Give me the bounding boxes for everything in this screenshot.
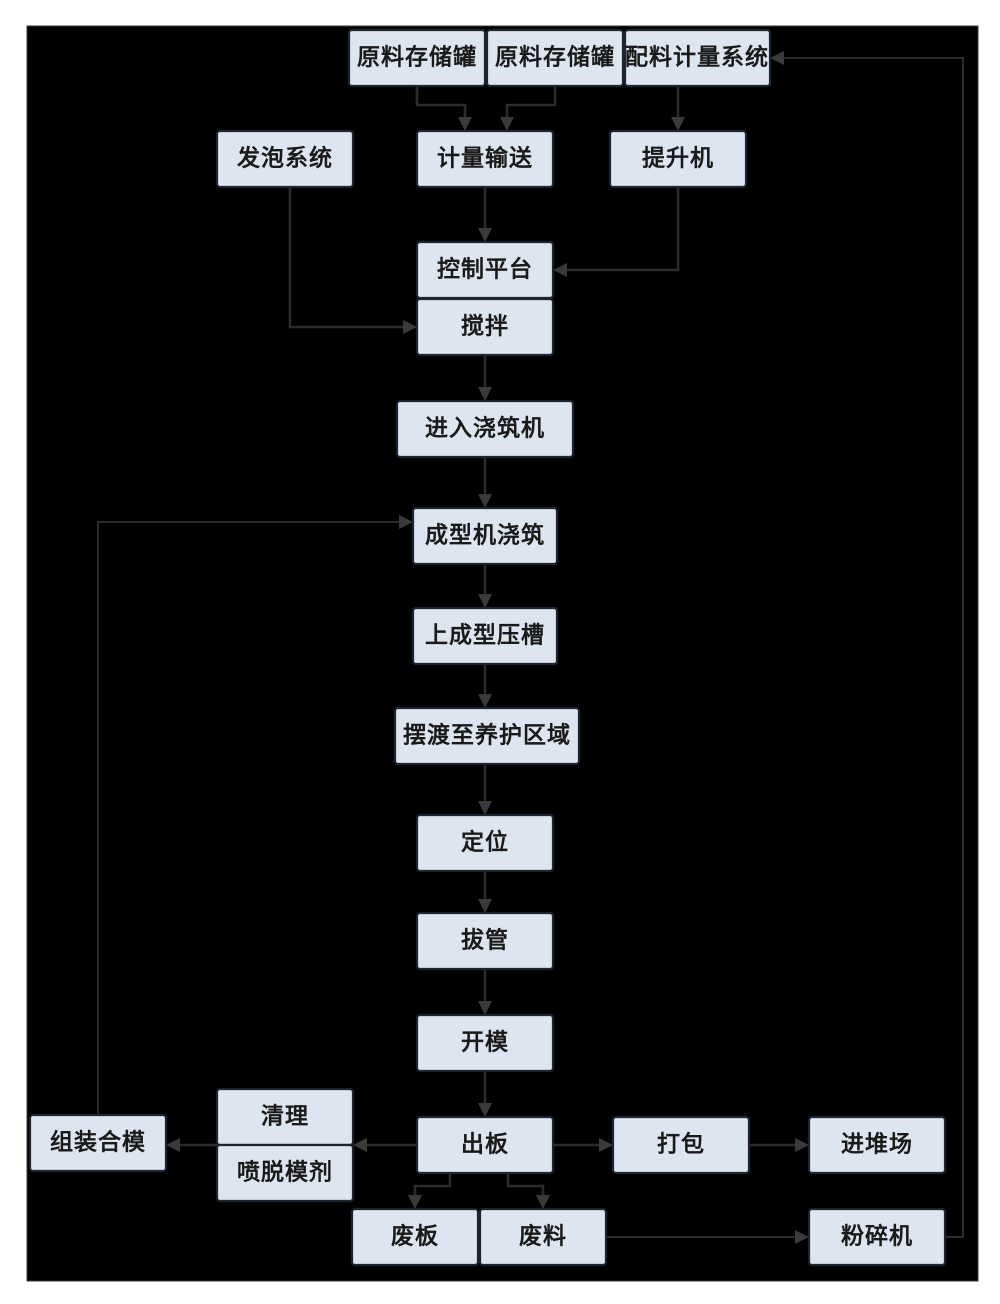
- node-control-platform[interactable]: 控制平台: [415, 240, 555, 300]
- edge-forming-press-slot-to-ferry-curing-area: [478, 664, 492, 708]
- node-label: 定位: [461, 828, 509, 854]
- edge-foaming-system-to-mixing: [288, 187, 417, 334]
- edge-raw-tank-2-to-metering-conveying: [500, 86, 557, 131]
- node-packing[interactable]: 打包: [611, 1115, 751, 1175]
- node-stacking-yard[interactable]: 进堆场: [807, 1115, 947, 1175]
- edge-mold-opening-to-board-output: [478, 1071, 492, 1117]
- node-label: 清理: [261, 1103, 309, 1128]
- edge-board-output-to-packing: [553, 1138, 613, 1152]
- node-waste-board[interactable]: 废板: [350, 1207, 480, 1267]
- node-label: 配料计量系统: [625, 43, 769, 69]
- node-metering-conveying[interactable]: 计量输送: [415, 129, 555, 189]
- node-layer: 原料存储罐 原料存储罐 配料计量系统 发泡系统 计量输送 提升机: [28, 28, 947, 1267]
- node-waste-material[interactable]: 废料: [478, 1207, 608, 1267]
- node-batching-metering-system[interactable]: 配料计量系统: [623, 28, 772, 88]
- node-positioning[interactable]: 定位: [415, 813, 555, 873]
- edge-raw-tank-1-to-metering-conveying: [415, 86, 472, 131]
- node-label: 提升机: [642, 144, 714, 170]
- edge-board-output-to-cleaning-spray: [353, 1138, 417, 1152]
- node-raw-material-storage-tank-2[interactable]: 原料存储罐: [485, 28, 625, 88]
- node-label: 开模: [461, 1029, 509, 1054]
- edge-ferry-curing-area-to-positioning: [478, 764, 492, 815]
- edge-metering-conveying-to-control-platform: [478, 187, 492, 242]
- node-former-casting[interactable]: 成型机浇筑: [411, 506, 559, 566]
- node-label: 粉碎机: [841, 1222, 913, 1248]
- edge-mixing-to-enter-casting-machine: [478, 355, 492, 401]
- node-label: 出板: [461, 1131, 509, 1156]
- node-spray-release-agent[interactable]: 喷脱模剂: [215, 1143, 355, 1203]
- node-label: 原料存储罐: [495, 43, 615, 69]
- node-label: 喷脱模剂: [237, 1158, 333, 1184]
- node-raw-material-storage-tank-1[interactable]: 原料存储罐: [347, 28, 487, 88]
- node-cleaning[interactable]: 清理: [215, 1087, 355, 1147]
- edge-assemble-mold-to-former-casting: [97, 515, 413, 1115]
- edge-enter-casting-machine-to-former-casting: [478, 457, 492, 508]
- edge-positioning-to-pipe-pulling: [478, 871, 492, 913]
- node-label: 拔管: [461, 926, 509, 952]
- node-label: 发泡系统: [236, 144, 333, 170]
- node-label: 进堆场: [841, 1131, 913, 1156]
- edge-hoist-to-control-platform: [553, 187, 680, 277]
- node-label: 搅拌: [461, 312, 509, 338]
- node-hoist[interactable]: 提升机: [608, 129, 748, 189]
- edge-packing-to-stacking-yard: [749, 1138, 809, 1152]
- node-pipe-pulling[interactable]: 拔管: [415, 911, 555, 971]
- node-label: 进入浇筑机: [425, 414, 545, 440]
- node-label: 上成型压槽: [425, 622, 545, 647]
- node-label: 组装合模: [50, 1128, 146, 1154]
- edge-batching-system-to-hoist: [671, 86, 685, 131]
- edge-former-casting-to-forming-press-slot: [478, 564, 492, 608]
- edge-layer: [97, 51, 964, 1244]
- node-mold-opening[interactable]: 开模: [415, 1013, 555, 1073]
- node-ferry-to-curing-area[interactable]: 摆渡至养护区域: [393, 706, 581, 766]
- edge-board-output-to-waste-board: [408, 1173, 452, 1209]
- node-assemble-mold[interactable]: 组装合模: [28, 1113, 168, 1173]
- node-label: 摆渡至养护区域: [403, 721, 571, 747]
- node-enter-casting-machine[interactable]: 进入浇筑机: [395, 399, 575, 459]
- node-label: 成型机浇筑: [425, 521, 545, 547]
- node-label: 废板: [391, 1222, 439, 1248]
- node-foaming-system[interactable]: 发泡系统: [215, 129, 355, 189]
- node-board-output[interactable]: 出板: [415, 1115, 555, 1175]
- node-forming-press-slot[interactable]: 上成型压槽: [411, 606, 559, 666]
- node-label: 废料: [519, 1222, 567, 1248]
- edge-crusher-to-batching-system: [770, 51, 964, 1238]
- edge-pipe-pulling-to-mold-opening: [478, 969, 492, 1015]
- node-label: 打包: [657, 1130, 705, 1156]
- node-crusher[interactable]: 粉碎机: [807, 1207, 947, 1267]
- edge-cleaning-spray-to-assemble-mold: [166, 1138, 217, 1152]
- node-mixing[interactable]: 搅拌: [415, 297, 555, 357]
- edge-board-output-to-waste-material: [506, 1173, 550, 1209]
- node-label: 控制平台: [437, 255, 533, 281]
- edge-waste-material-to-crusher: [606, 1230, 809, 1244]
- node-label: 计量输送: [437, 144, 533, 170]
- node-label: 原料存储罐: [357, 43, 477, 69]
